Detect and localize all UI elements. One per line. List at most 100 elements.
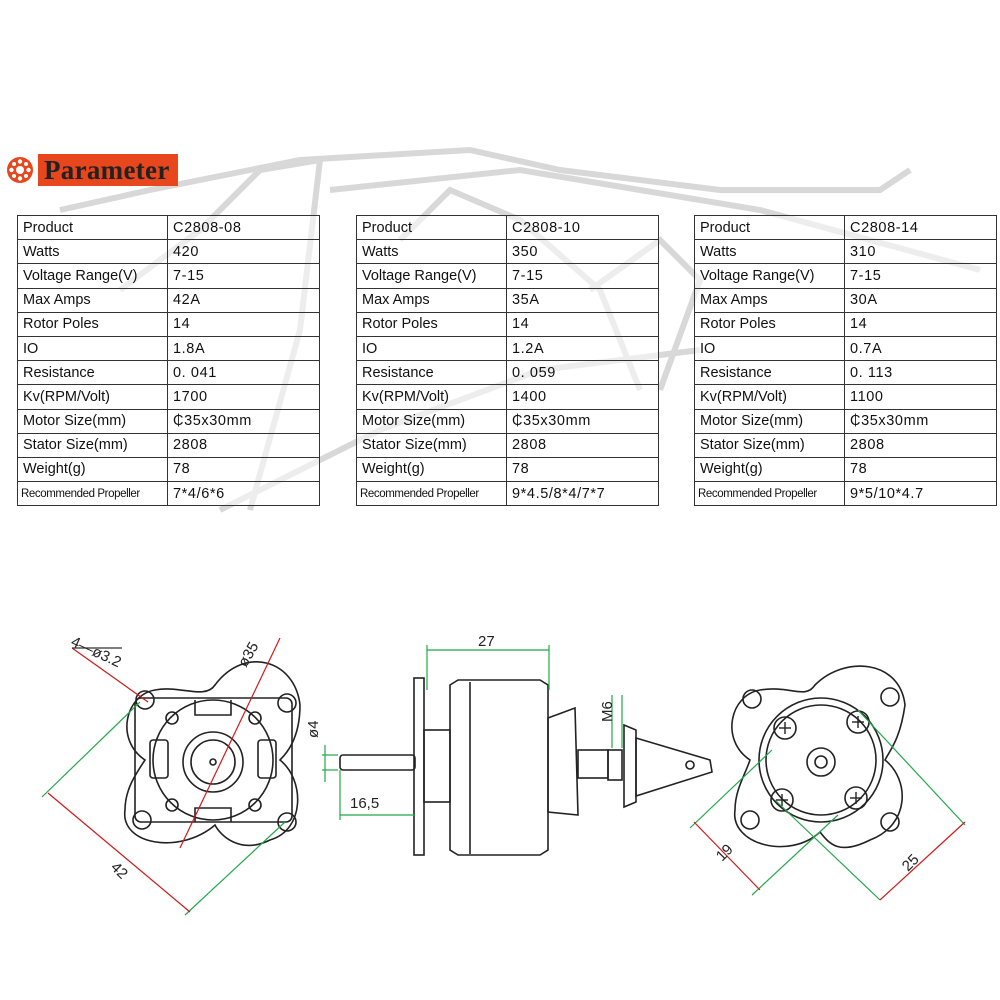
field-label: Stator Size(mm): [356, 432, 507, 458]
field-value: 310: [844, 239, 997, 265]
shaft-dimension-label: ø4: [305, 720, 322, 738]
field-value: 35A: [506, 287, 659, 313]
field-label: Product: [356, 214, 507, 241]
spacing-b-dimension-label: 25: [899, 851, 923, 875]
field-label: Recommended Propeller: [694, 481, 845, 507]
field-value: 2808: [844, 432, 997, 458]
field-label: Stator Size(mm): [694, 432, 845, 458]
table-row: Weight(g)78: [694, 456, 997, 483]
rear-view-dimension-lines: [689, 709, 966, 901]
field-label: Weight(g): [17, 456, 168, 483]
field-label: Recommended Propeller: [17, 481, 168, 507]
field-value: 30A: [844, 287, 997, 313]
field-label: Max Amps: [694, 287, 845, 313]
field-value: 0. 113: [844, 360, 997, 386]
field-value: ₵35x30mm: [506, 408, 659, 434]
table-row: Kv(RPM/Volt)1400: [356, 384, 659, 410]
field-label: Weight(g): [694, 456, 845, 483]
field-value: 420: [167, 239, 320, 265]
field-label: Product: [694, 214, 845, 241]
field-value: 1700: [167, 384, 320, 410]
field-value: C2808-14: [844, 214, 997, 241]
field-label: Product: [17, 214, 168, 241]
field-value: 78: [167, 456, 320, 483]
field-label: Max Amps: [17, 287, 168, 313]
motor-dimension-drawings: 4—ø3.2 ø35 42 27 ø4 16,5 M6: [41, 633, 966, 916]
front-view-drawing: [124, 661, 301, 847]
field-label: Voltage Range(V): [694, 263, 845, 289]
table-row: Voltage Range(V)7-15: [356, 263, 659, 289]
field-value: 1.8A: [167, 335, 320, 362]
field-value: C2808-08: [167, 214, 320, 241]
field-label: Kv(RPM/Volt): [694, 384, 845, 410]
field-value: 0. 059: [506, 360, 659, 386]
table-row: Weight(g)78: [17, 456, 320, 483]
field-label: Voltage Range(V): [356, 263, 507, 289]
field-label: IO: [17, 335, 168, 362]
field-label: Motor Size(mm): [17, 408, 168, 434]
table-row: Stator Size(mm)2808: [17, 432, 320, 458]
field-value: 2808: [506, 432, 659, 458]
side-view-drawing: [339, 677, 713, 856]
field-label: Recommended Propeller: [356, 481, 507, 507]
gear-icon: [7, 157, 33, 183]
table-row: Kv(RPM/Volt)1700: [17, 384, 320, 410]
field-label: Watts: [17, 239, 168, 265]
field-value: 7-15: [167, 263, 320, 289]
field-label: Watts: [356, 239, 507, 265]
table-row: Weight(g)78: [356, 456, 659, 483]
field-label: Kv(RPM/Volt): [17, 384, 168, 410]
field-value: ₵35x30mm: [167, 408, 320, 434]
rear-view-screw-crosses: [776, 716, 864, 806]
field-label: Max Amps: [356, 287, 507, 313]
table-row: Stator Size(mm)2808: [356, 432, 659, 458]
table-row: Motor Size(mm)₵35x30mm: [356, 408, 659, 434]
field-label: Voltage Range(V): [17, 263, 168, 289]
field-value: 1400: [506, 384, 659, 410]
front-view-dimension-lines: [41, 637, 286, 916]
table-row: Voltage Range(V)7-15: [17, 263, 320, 289]
field-value: 350: [506, 239, 659, 265]
field-value: 78: [844, 456, 997, 483]
field-label: Stator Size(mm): [17, 432, 168, 458]
field-value: 9*4.5/8*4/7*7: [506, 481, 659, 507]
field-label: Rotor Poles: [694, 311, 845, 337]
table-row: Kv(RPM/Volt)1100: [694, 384, 997, 410]
field-value: 0. 041: [167, 360, 320, 386]
field-value: 0.7A: [844, 335, 997, 362]
field-value: ₵35x30mm: [844, 408, 997, 434]
field-label: Motor Size(mm): [694, 408, 845, 434]
field-value: 78: [506, 456, 659, 483]
table-row: Motor Size(mm)₵35x30mm: [17, 408, 320, 434]
field-label: Rotor Poles: [356, 311, 507, 337]
field-value: 14: [844, 311, 997, 337]
table-row: Motor Size(mm)₵35x30mm: [694, 408, 997, 434]
field-value: 7*4/6*6: [167, 481, 320, 507]
field-value: 1100: [844, 384, 997, 410]
side-view-dimension-lines: [322, 645, 623, 820]
length-dimension-label: 27: [478, 633, 495, 650]
field-label: Resistance: [17, 360, 168, 386]
field-value: 42A: [167, 287, 320, 313]
width-dimension-label: 42: [107, 859, 131, 883]
thread-dimension-label: M6: [599, 701, 616, 722]
field-value: 9*5/10*4.7: [844, 481, 997, 507]
